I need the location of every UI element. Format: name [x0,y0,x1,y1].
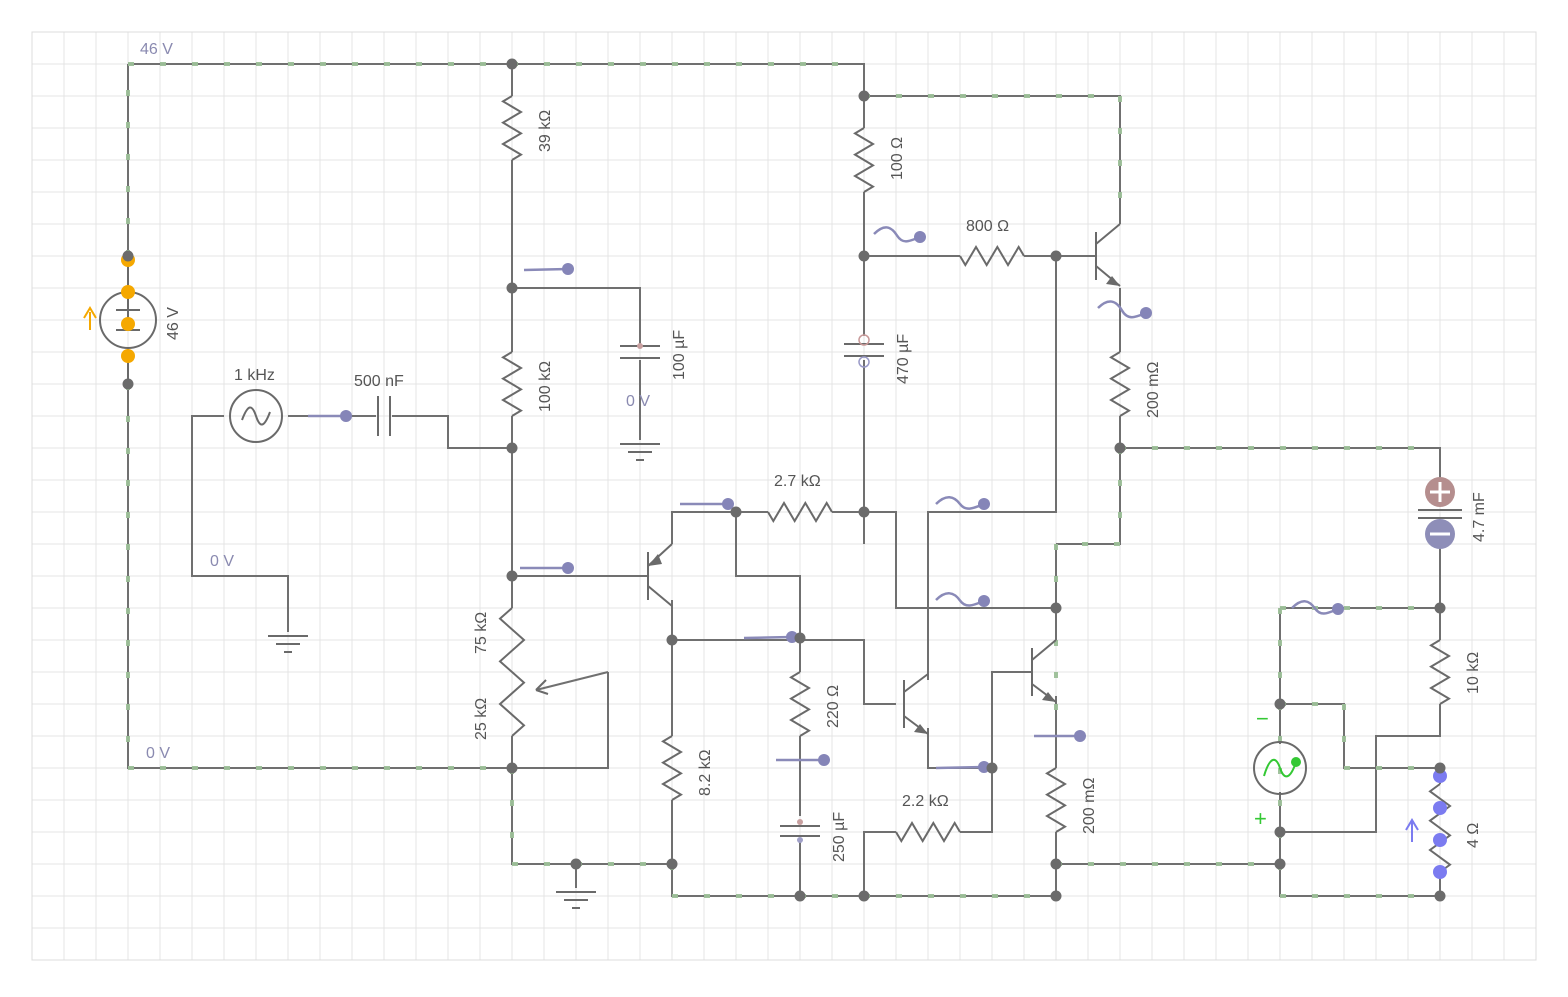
resistor-800[interactable] [959,245,1025,267]
r-2k2-label: 2.2 kΩ [902,793,949,810]
r-100-label: 100 Ω [889,137,906,180]
dc-voltage-source[interactable] [83,253,157,384]
c-250u-label: 250 µF [831,812,848,862]
potentiometer-100k[interactable] [498,607,526,737]
probe[interactable] [935,496,990,510]
resistor-10k[interactable] [1429,639,1451,705]
probe[interactable] [1034,730,1086,742]
capacitor-4-7mf[interactable] [1418,477,1462,549]
r-2k7-label: 2.7 kΩ [774,473,821,490]
ac-plus-label: + [1254,806,1267,831]
resistor-4[interactable] [1428,783,1452,873]
resistor-100[interactable] [853,127,875,193]
capacitor-100uf[interactable] [620,343,660,359]
probe[interactable] [935,761,990,773]
transistor-q2-npn[interactable] [1095,223,1121,287]
load-current-dots [1405,769,1447,879]
ground-symbol-mid [620,443,660,461]
pot-bottom-label: 25 kΩ [473,698,490,740]
resistor-39k[interactable] [501,95,523,161]
resistor-200m-bottom[interactable] [1045,767,1067,833]
junction-nodes [122,58,1446,902]
pot-top-label: 75 kΩ [473,612,490,654]
ground-symbol-left [268,635,308,653]
r-100k-label: 100 kΩ [537,361,554,412]
probe[interactable] [776,754,830,766]
r-8k2-label: 8.2 kΩ [697,749,714,796]
r-200m-top-label: 200 mΩ [1145,362,1162,418]
dc-source-label: 46 V [165,307,182,340]
resistor-2k7[interactable] [767,501,833,523]
probe[interactable] [743,631,798,643]
voltage-probes[interactable] [308,226,1344,773]
resistor-220[interactable] [789,671,811,737]
probe[interactable] [680,498,734,510]
probe[interactable] [1291,600,1344,615]
r-200m-bottom-label: 200 mΩ [1081,778,1098,834]
ac-signal-source[interactable] [229,389,283,443]
r-10k-label: 10 kΩ [1465,652,1482,694]
r-39k-label: 39 kΩ [537,110,554,152]
c-470u-label: 470 µF [895,334,912,384]
rail-top-label: 46 V [140,41,173,58]
resistors [498,95,1452,873]
probe[interactable] [1097,300,1152,319]
potentiometer-wiper[interactable] [535,679,549,695]
ground-symbol-bottom [556,891,596,909]
r-220-label: 220 Ω [825,685,842,728]
probe[interactable] [935,592,990,607]
resistor-100k[interactable] [501,351,523,417]
capacitor-500nf[interactable] [377,396,391,436]
gnd-left-label: 0 V [210,553,234,570]
resistor-8k2[interactable] [661,735,683,801]
probe[interactable] [308,410,352,422]
resistor-2k2[interactable] [895,821,961,843]
grid-background [31,31,1537,961]
ac-output-source[interactable] [1253,741,1307,795]
labels: 46 V 0 V 46 V 1 kHz 500 nF 39 kΩ 100 kΩ … [140,41,1488,862]
probe[interactable] [520,562,574,574]
current-arrow-icon [83,306,97,330]
wire-top-rail [128,63,1121,224]
ac-freq-label: 1 kHz [234,367,275,384]
gnd-mid-label: 0 V [626,393,650,410]
resistor-200m-top[interactable] [1109,351,1131,417]
c-100u-label: 100 µF [671,330,688,380]
c-4m7-label: 4.7 mF [1471,492,1488,542]
capacitor-250uf[interactable] [780,819,820,843]
r-800-label: 800 Ω [966,218,1009,235]
rail-bottom-label: 0 V [146,745,170,762]
r-4-label: 4 Ω [1465,823,1482,848]
ac-minus-label: − [1256,706,1269,731]
transistor-q4-npn[interactable] [1031,639,1057,703]
transistor-q1-pnp[interactable] [647,543,673,607]
probe[interactable] [523,263,574,275]
c-in-label: 500 nF [354,373,404,390]
transistor-q3-npn[interactable] [903,673,929,735]
capacitor-470uf[interactable] [844,334,884,368]
probe[interactable] [873,226,926,243]
